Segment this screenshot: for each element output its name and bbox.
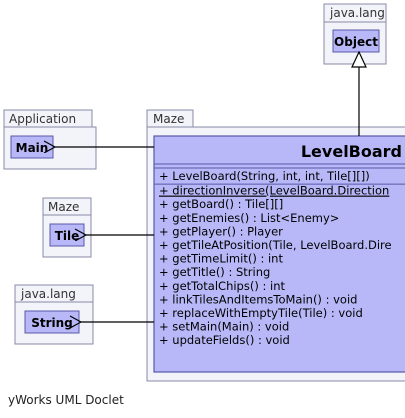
package-name: Maze: [153, 112, 184, 126]
class-tile[interactable]: Tile: [49, 223, 85, 247]
member-constructors-0: + LevelBoard(String, int, int, Tile[][]): [159, 169, 370, 183]
class-title: LevelBoard: [301, 142, 402, 161]
class-name: String: [31, 316, 73, 330]
package-java-lang-string[interactable]: java.lang String: [14, 284, 94, 345]
generalization-arrowhead: [351, 50, 367, 68]
class-string[interactable]: String: [24, 310, 80, 334]
class-object[interactable]: Object: [332, 29, 380, 53]
member-list: + LevelBoard(String, int, int, Tile[][])…: [154, 169, 405, 347]
class-name: Object: [334, 35, 378, 49]
member-methods-7: + linkTilesAndItemsToMain() : void: [159, 292, 357, 306]
package-name: Application: [9, 112, 76, 126]
class-levelboard[interactable]: LevelBoard + LevelBoard(String, int, int…: [153, 135, 405, 373]
member-methods-1: + getEnemies() : List<Enemy>: [159, 211, 339, 225]
member-methods-8: + replaceWithEmptyTile(Tile) : void: [159, 306, 363, 320]
class-name: Main: [16, 141, 49, 155]
package-java-lang-object[interactable]: java.lang Object: [323, 3, 387, 65]
member-methods-4: + getTimeLimit() : int: [159, 252, 283, 266]
package-name: java.lang: [329, 6, 385, 20]
package-application[interactable]: Application Main: [3, 109, 97, 170]
member-methods-3: + getTileAtPosition(Tile, LevelBoard.Dir…: [159, 238, 392, 252]
package-maze-levelboard[interactable]: Maze LevelBoard + LevelBoard(String, int…: [146, 109, 405, 382]
member-methods-5: + getTitle() : String: [159, 265, 270, 279]
package-maze-tile[interactable]: Maze Tile: [42, 197, 92, 258]
member-methods-10: + updateFields() : void: [159, 333, 290, 347]
member-methods-2: + getPlayer() : Player: [159, 224, 283, 238]
class-name: Tile: [55, 229, 80, 243]
class-main[interactable]: Main: [10, 135, 54, 159]
footer-credit: yWorks UML Doclet: [8, 393, 124, 407]
member-static_methods-0: + directionInverse(LevelBoard.Direction: [159, 184, 389, 198]
member-methods-0: + getBoard() : Tile[][]: [159, 197, 283, 211]
package-name: java.lang: [20, 287, 76, 301]
member-methods-9: + setMain(Main) : void: [159, 320, 289, 334]
member-methods-6: + getTotalChips() : int: [159, 279, 285, 293]
package-name: Maze: [48, 200, 79, 214]
